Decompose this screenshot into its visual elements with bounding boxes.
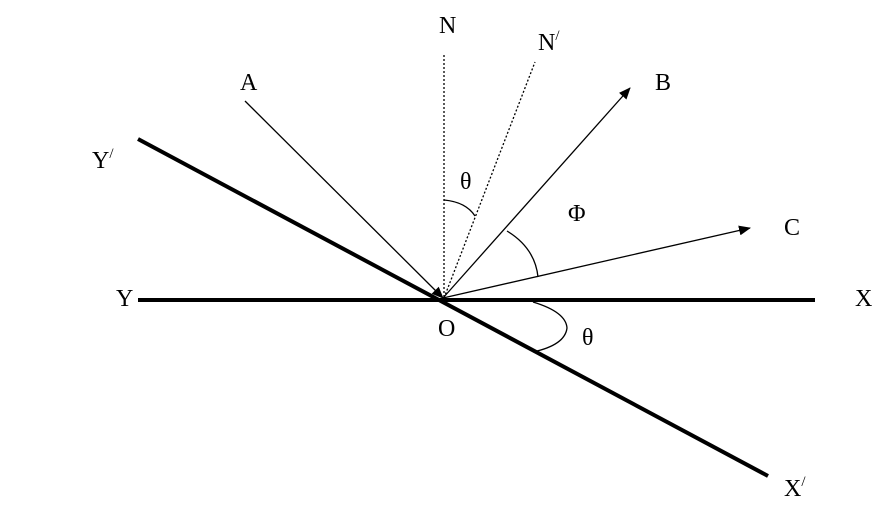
ray-ao (244, 100, 444, 299)
label-c: C (784, 215, 800, 241)
label-y: Y (116, 286, 133, 312)
normal-n-prime (443, 61, 536, 299)
line-y-prime-x-prime (137, 137, 769, 478)
label-theta-bottom: θ (582, 325, 594, 351)
ray-oc (442, 225, 751, 299)
label-n-prime: N/ (538, 28, 560, 56)
label-y-prime: Y/ (92, 146, 114, 174)
label-x-prime: X/ (784, 474, 806, 502)
label-theta-top: θ (460, 169, 472, 195)
label-x: X (855, 286, 872, 312)
angle-arc-theta-bottom (532, 301, 568, 353)
label-o: O (438, 316, 455, 342)
label-b: B (655, 70, 671, 96)
ray-ob (442, 87, 631, 299)
angle-arc-phi (506, 230, 539, 278)
angle-arc-theta-top (443, 199, 476, 217)
label-a: A (240, 70, 258, 96)
label-phi: Φ (568, 201, 586, 227)
label-n: N (439, 13, 456, 39)
